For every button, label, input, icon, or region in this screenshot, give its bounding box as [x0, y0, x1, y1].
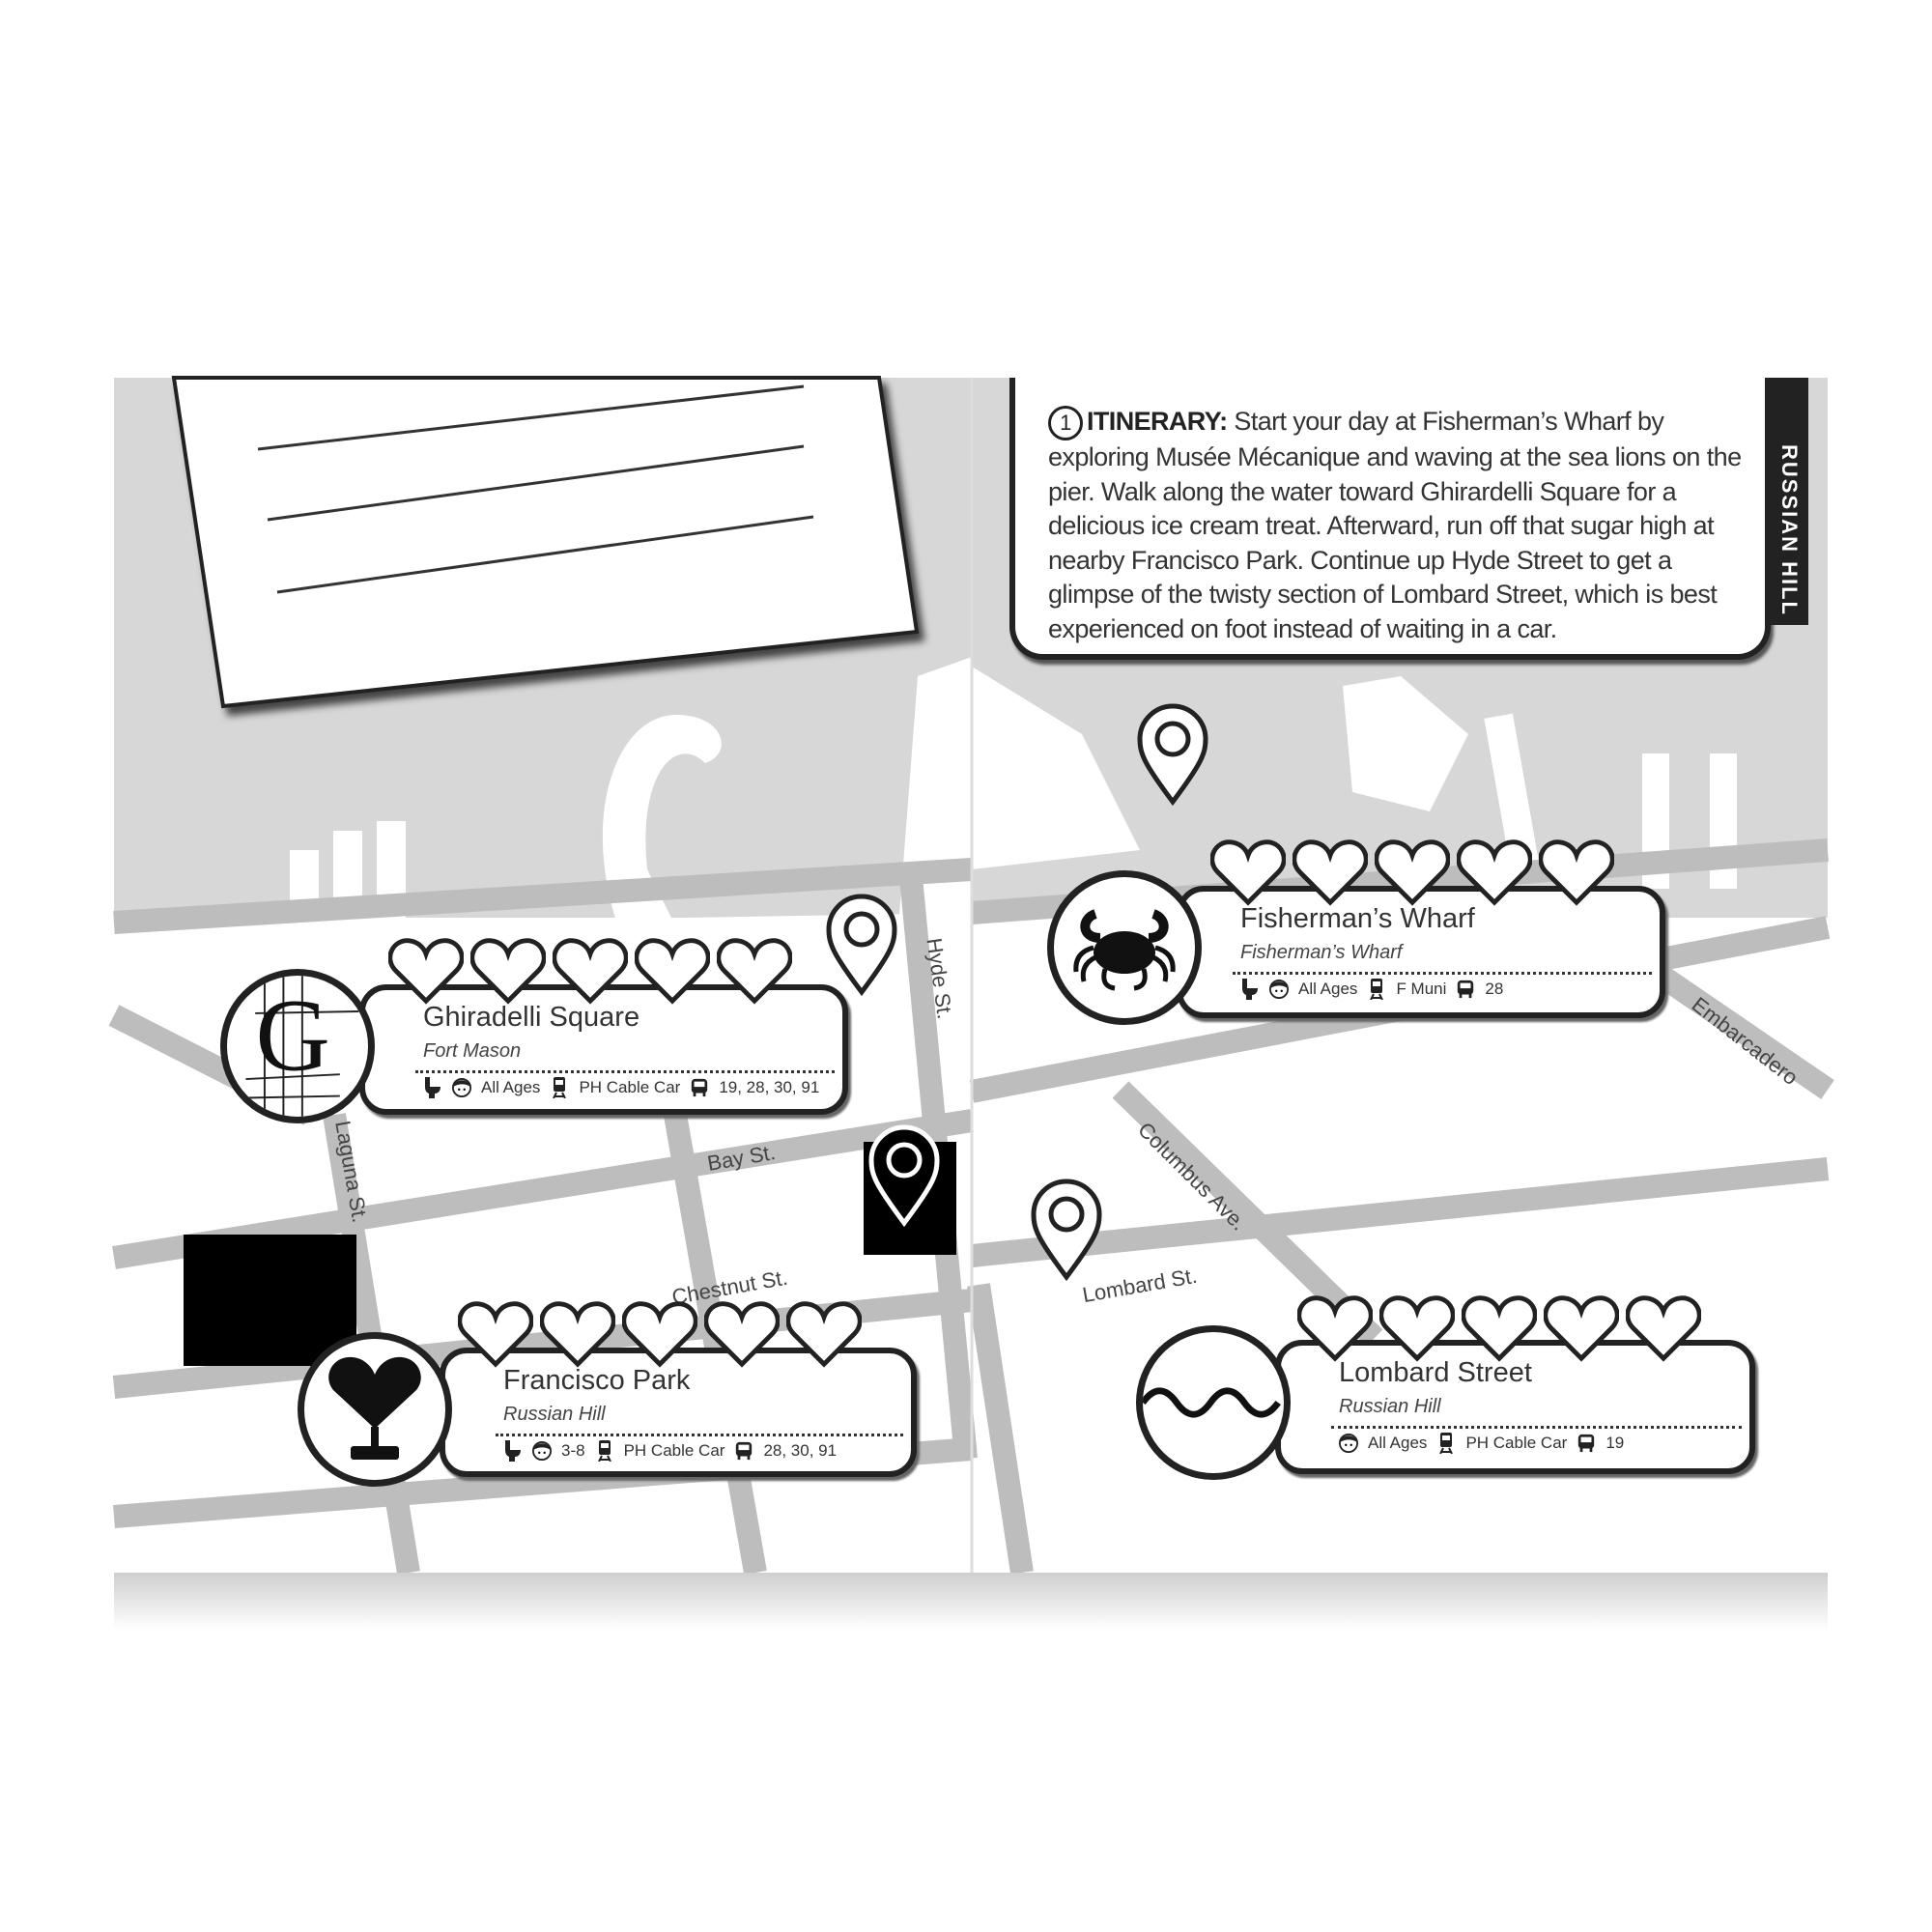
heart-icon[interactable] — [1378, 1293, 1456, 1368]
heart-icon[interactable] — [457, 1299, 534, 1374]
place-name: Lombard Street — [1339, 1357, 1532, 1388]
bus-icon — [736, 1441, 753, 1461]
heart-icon[interactable] — [634, 936, 711, 1010]
note-lines — [257, 384, 814, 594]
heart-icon[interactable] — [387, 936, 465, 1010]
child-face-icon — [1339, 1434, 1358, 1453]
amenities-row: All Ages PH Cable Car 19 — [1339, 1433, 1624, 1454]
bus-lines: 19, 28, 30, 91 — [719, 1078, 820, 1096]
heart-icon[interactable] — [1209, 838, 1287, 912]
map-pin-icon — [868, 1124, 940, 1228]
heart-icon[interactable] — [1538, 838, 1615, 912]
restroom-icon — [1242, 979, 1258, 1000]
heart-icon[interactable] — [1625, 1293, 1702, 1368]
heart-rating[interactable] — [387, 936, 793, 1010]
rail-line: F Muni — [1396, 980, 1447, 998]
place-neighborhood: Russian Hill — [503, 1404, 606, 1425]
place-card[interactable]: Fisherman’s Wharf Fisherman’s Wharf All … — [1177, 886, 1665, 1018]
cable-car-icon — [553, 1077, 567, 1098]
heart-icon[interactable] — [1543, 1293, 1620, 1368]
heart-rating[interactable] — [1296, 1293, 1702, 1368]
divider — [1233, 972, 1652, 975]
divider — [1331, 1426, 1742, 1429]
rail-line: PH Cable Car — [623, 1441, 725, 1460]
heart-rating[interactable] — [457, 1299, 863, 1374]
heart-icon[interactable] — [1456, 838, 1533, 912]
rail-line: PH Cable Car — [1465, 1434, 1568, 1452]
bus-lines: 19 — [1605, 1434, 1625, 1452]
place-neighborhood: Fisherman’s Wharf — [1240, 942, 1403, 963]
heart-sculpture-icon — [298, 1332, 452, 1487]
map-pin-icon — [1031, 1179, 1102, 1282]
bus-icon — [692, 1078, 708, 1097]
place-name: Francisco Park — [503, 1365, 691, 1396]
heart-icon[interactable] — [1292, 838, 1369, 912]
svg-text:G: G — [255, 979, 329, 1093]
place-neighborhood: Russian Hill — [1339, 1396, 1441, 1417]
place-name: Ghiradelli Square — [423, 1002, 640, 1033]
age-range: All Ages — [1368, 1434, 1428, 1452]
heart-icon[interactable] — [469, 936, 547, 1010]
rail-line: PH Cable Car — [579, 1078, 681, 1096]
heart-icon[interactable] — [1296, 1293, 1374, 1368]
letter-g-icon: G — [220, 969, 375, 1123]
child-face-icon — [1269, 980, 1289, 999]
heart-icon[interactable] — [1461, 1293, 1538, 1368]
note-card — [171, 376, 920, 709]
heart-icon[interactable] — [552, 936, 629, 1010]
map-pins — [826, 703, 1208, 1282]
age-range: All Ages — [1298, 980, 1358, 998]
building-block — [184, 1235, 356, 1366]
itinerary-text: Start your day at Fisherman’s Wharf by e… — [1048, 407, 1742, 643]
age-range: All Ages — [481, 1078, 541, 1096]
heart-rating[interactable] — [1209, 838, 1615, 912]
place-neighborhood: Fort Mason — [423, 1040, 522, 1062]
heart-icon[interactable] — [1374, 838, 1451, 912]
amenities-row: All Ages PH Cable Car 19, 28, 30, 91 — [423, 1077, 819, 1098]
heart-icon[interactable] — [539, 1299, 616, 1374]
page-shadow — [114, 1573, 1828, 1631]
restroom-icon — [425, 1077, 440, 1098]
cable-car-icon — [597, 1440, 611, 1462]
heart-icon[interactable] — [621, 1299, 698, 1374]
heart-icon[interactable] — [716, 936, 793, 1010]
place-card[interactable]: Ghiradelli Square Fort Mason All Ages PH … — [359, 984, 848, 1115]
divider — [415, 1070, 835, 1073]
map-pin-icon — [1137, 703, 1208, 807]
amenities-row: 3-8 PH Cable Car 28, 30, 91 — [503, 1440, 837, 1462]
bus-lines: 28 — [1485, 980, 1504, 998]
place-card[interactable]: Lombard Street Russian Hill All Ages PH C… — [1275, 1340, 1755, 1474]
step-number: 1 — [1048, 406, 1083, 440]
wave-icon — [1136, 1325, 1291, 1480]
place-name: Fisherman’s Wharf — [1240, 903, 1475, 934]
bus-icon — [1578, 1434, 1595, 1453]
bus-lines: 28, 30, 91 — [763, 1441, 838, 1460]
section-tab: RUSSIAN HILL — [1771, 378, 1808, 625]
bus-icon — [1458, 980, 1474, 999]
crab-icon — [1047, 870, 1202, 1025]
heart-icon[interactable] — [703, 1299, 781, 1374]
age-range: 3-8 — [561, 1441, 585, 1460]
divider — [496, 1434, 903, 1436]
heart-icon[interactable] — [785, 1299, 863, 1374]
cable-car-icon — [1439, 1433, 1454, 1454]
map-pin-icon — [826, 894, 897, 997]
restroom-icon — [505, 1440, 521, 1462]
cable-car-icon — [1370, 979, 1384, 1000]
amenities-row: All Ages F Muni 28 — [1240, 979, 1503, 1000]
child-face-icon — [452, 1078, 471, 1097]
child-face-icon — [532, 1441, 552, 1461]
